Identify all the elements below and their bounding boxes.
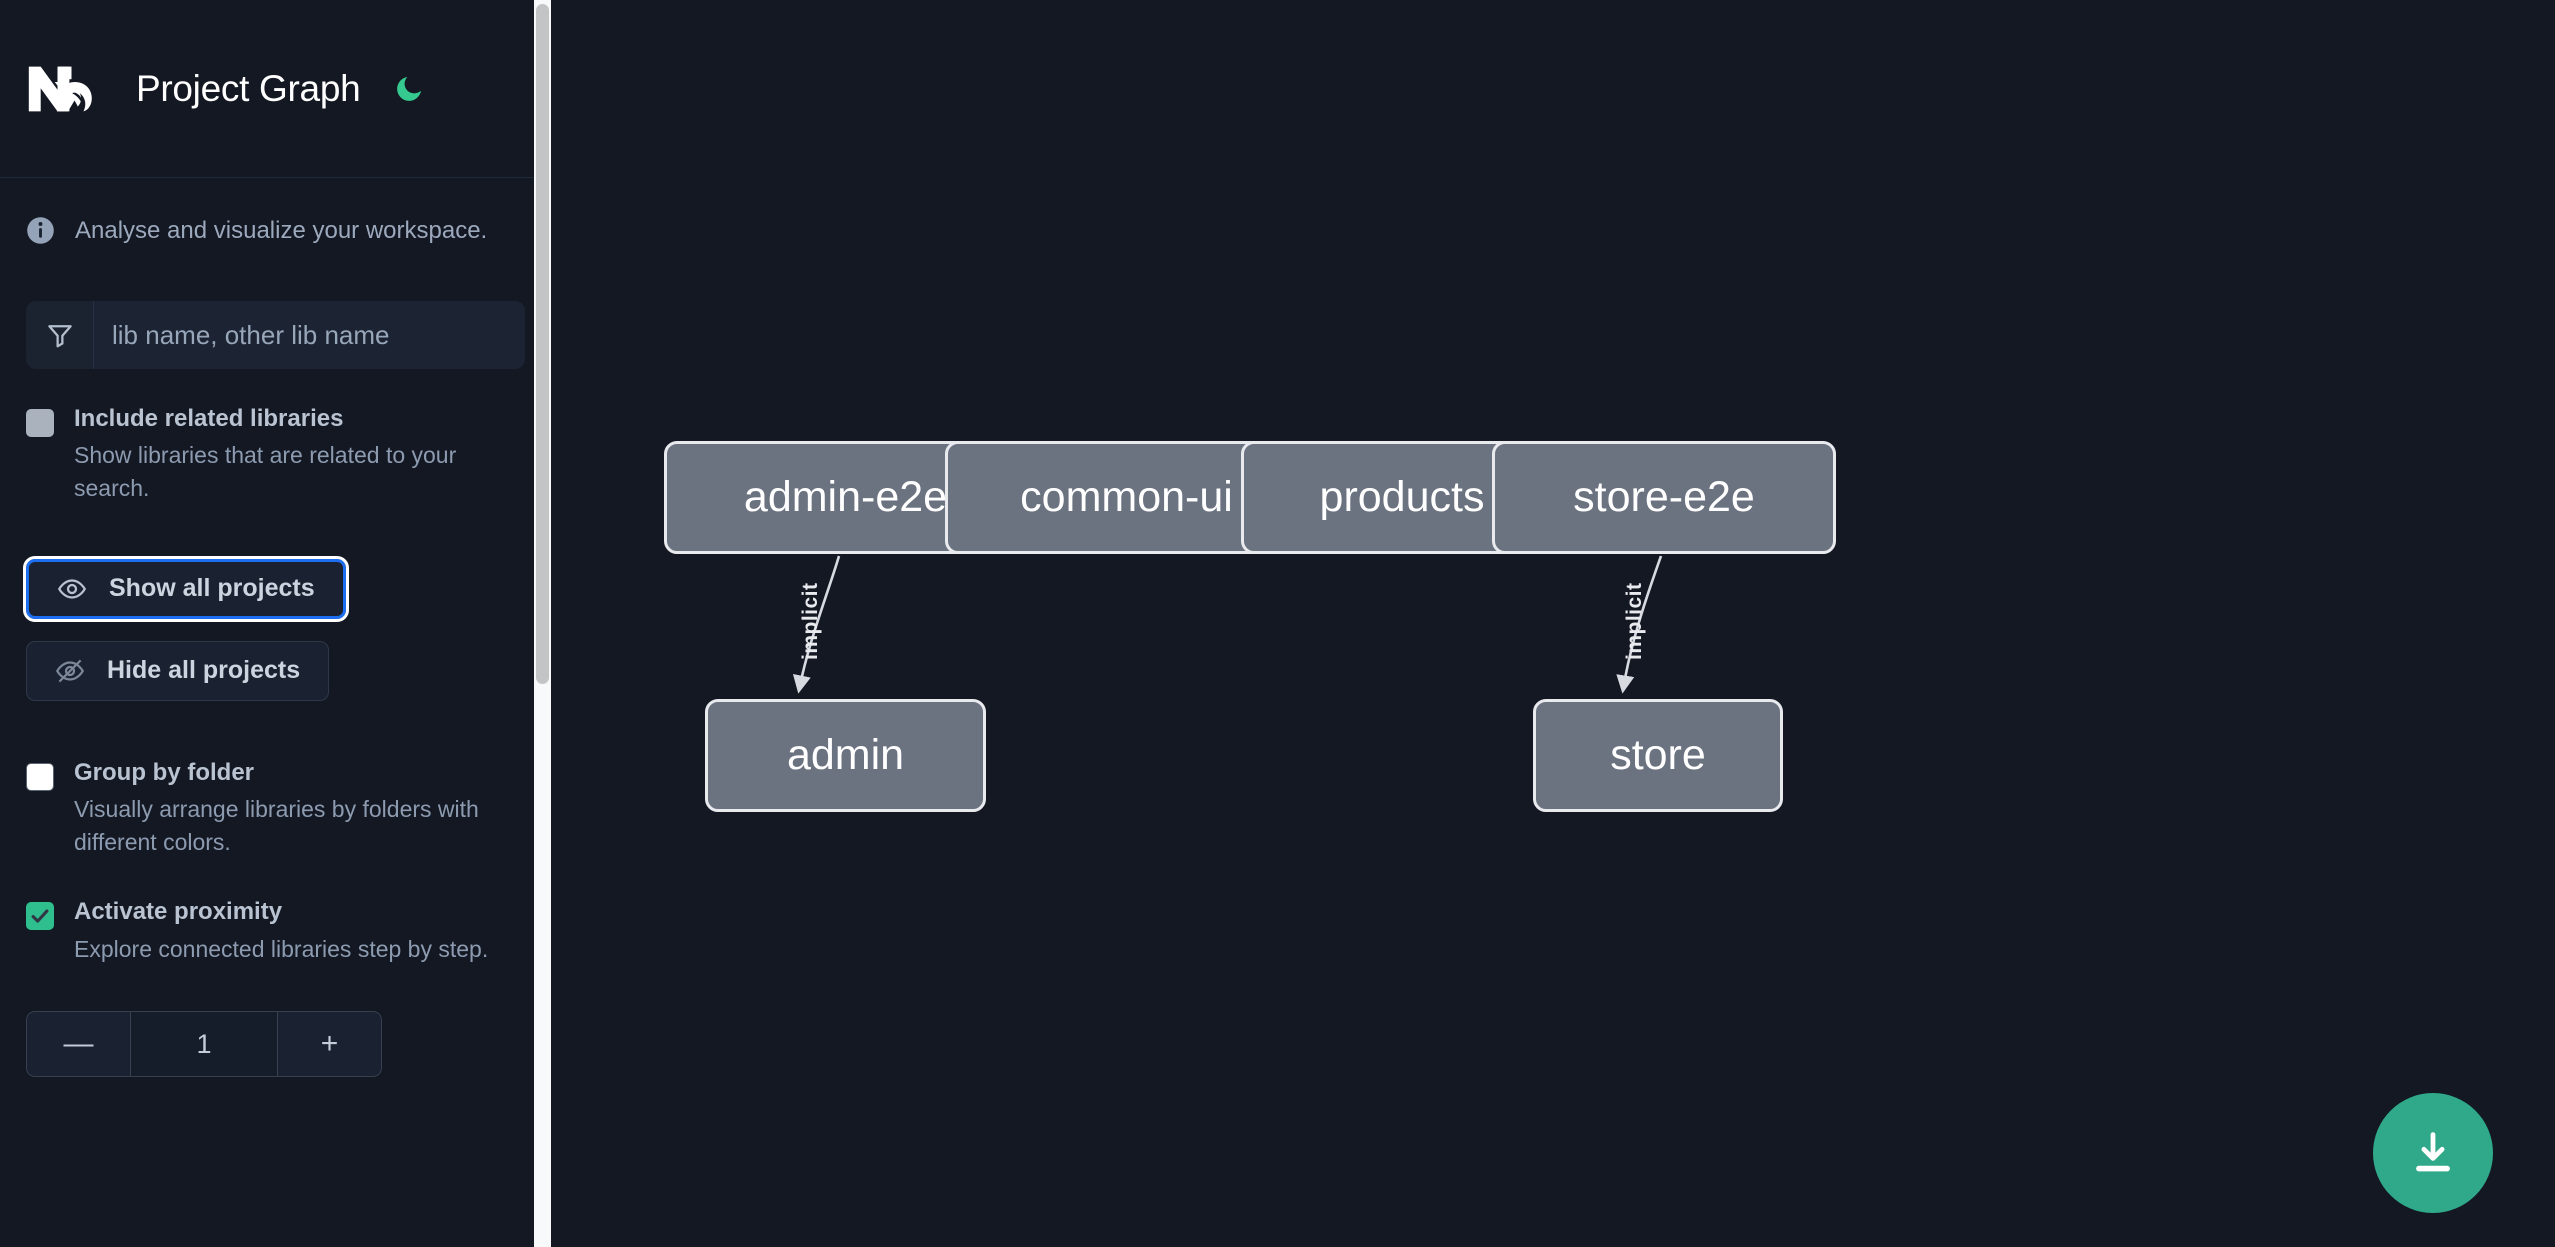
info-icon [26,216,55,245]
show-all-projects-label: Show all projects [109,574,315,603]
option-description: Visually arrange libraries by folders wi… [74,796,479,855]
nx-logo-icon [26,61,110,117]
stepper-increment-button[interactable]: + [277,1012,381,1077]
graph-node-store[interactable]: store [1533,699,1783,812]
sidebar: Project Graph Analyse and visualize your… [0,0,551,1247]
option-activate-proximity[interactable]: Activate proximity Explore connected lib… [0,896,551,965]
download-icon [2407,1127,2459,1179]
edge-label-implicit-admin: implicit [799,582,822,660]
option-group-by-folder[interactable]: Group by folder Visually arrange librari… [0,757,551,859]
graph-node-admin[interactable]: admin [705,699,986,812]
option-label: Activate proximity [74,898,283,926]
moon-icon[interactable] [390,70,428,108]
option-description: Show libraries that are related to your … [74,442,457,502]
hide-all-projects-label: Hide all projects [107,656,301,685]
graph-node-store-e2e[interactable]: store-e2e [1492,441,1836,554]
checkbox-include-related-libraries[interactable] [26,409,54,437]
option-description: Explore connected libraries step by step… [74,935,489,962]
option-label: Include related libraries [74,405,344,432]
checkbox-group-by-folder[interactable] [26,762,54,791]
search-filter [26,301,525,369]
graph-edges [792,555,1663,694]
workspace-tagline: Analyse and visualize your workspace. [0,178,551,245]
eye-icon [57,574,87,604]
stepper-value: 1 [131,1012,277,1077]
option-include-related-libraries[interactable]: Include related libraries Show libraries… [0,403,551,505]
download-graph-button[interactable] [2373,1093,2493,1213]
checkbox-activate-proximity[interactable] [26,902,54,931]
edge-label-implicit-store: implicit [1623,582,1646,660]
sidebar-scrollbar[interactable] [534,0,551,1247]
tagline-text: Analyse and visualize your workspace. [75,216,488,244]
hide-all-projects-button[interactable]: Hide all projects [26,640,330,701]
search-input[interactable] [94,301,525,369]
option-label: Group by folder [74,758,254,786]
sidebar-scrollbar-thumb[interactable] [536,4,549,684]
stepper-decrement-button[interactable]: — [27,1012,131,1077]
eye-off-icon [55,656,85,686]
graph-canvas[interactable]: implicit implicit admin-e2e common-ui pr… [551,0,2555,1247]
sidebar-header: Project Graph [0,0,551,178]
show-all-projects-button[interactable]: Show all projects [23,555,349,622]
page-title: Project Graph [136,67,361,109]
proximity-stepper: — 1 + [26,1011,382,1078]
filter-funnel-icon [26,301,94,369]
